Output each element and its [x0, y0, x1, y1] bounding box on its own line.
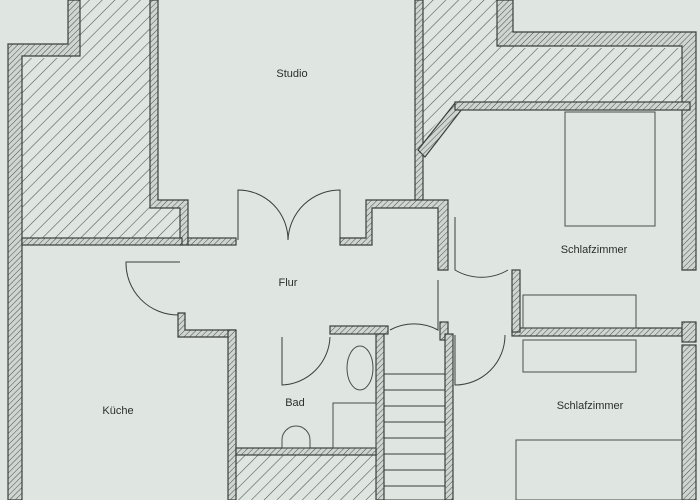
door-kitchen: [125, 261, 180, 316]
bathroom-top-wall: [329, 325, 389, 335]
bedroom-left-wall-upper: [511, 269, 521, 333]
studio-wall-right: [414, 0, 424, 201]
bedroom-divider-wall: [511, 327, 683, 337]
bedroom-divider-wall-right: [681, 321, 697, 343]
bathroom-left-wall: [227, 329, 237, 500]
bathtub-sink: [346, 345, 374, 391]
door-bedroom-upper: [454, 217, 509, 278]
stair-wall-left: [375, 333, 385, 500]
roof-slope-top-left: [20, 0, 180, 240]
corridor-top-wall-left: [21, 237, 183, 246]
outer-wall-right: [496, 0, 697, 271]
room-labels: Studio Flur Küche Bad Schlafzimmer Schla…: [102, 68, 627, 417]
staircase-outline: [383, 373, 446, 500]
toilet: [281, 425, 311, 449]
shower: [332, 402, 377, 449]
roof-slope-bottom-center: [235, 452, 377, 500]
door-bedroom-lower: [454, 334, 506, 386]
door-studio-left: [237, 189, 289, 241]
room-label-bad: Bad: [285, 397, 305, 409]
bed-upper: [564, 111, 656, 227]
walls: [7, 0, 697, 500]
outer-wall-right-lower: [681, 344, 697, 500]
room-label-studio: Studio: [276, 68, 307, 80]
doors: [125, 189, 509, 386]
bathroom-bottom-wall: [235, 447, 377, 456]
room-label-schlafzimmer-lower: Schlafzimmer: [557, 400, 624, 412]
wardrobe-upper: [522, 294, 637, 329]
door-stair: [389, 280, 439, 331]
studio-wall-left: [149, 0, 189, 246]
outer-wall-left: [7, 0, 81, 500]
door-studio-right: [287, 189, 341, 241]
room-label-schlafzimmer-upper: Schlafzimmer: [561, 244, 628, 256]
wardrobe-lower: [522, 339, 637, 373]
stair-wall-right-top: [439, 321, 449, 341]
corridor-top-wall-right: [339, 199, 449, 271]
furniture: [281, 111, 683, 500]
bedroom-top-wall: [454, 101, 691, 111]
stair-wall-right: [444, 333, 454, 500]
roof-slope-areas: [20, 0, 690, 500]
door-bathroom: [281, 336, 331, 386]
bed-lower: [515, 439, 683, 500]
roof-slope-top-right: [422, 0, 690, 140]
corridor-top-wall-mid: [187, 237, 237, 246]
room-label-kueche: Küche: [102, 405, 133, 417]
staircase: [383, 373, 446, 500]
room-label-flur: Flur: [279, 277, 298, 289]
corridor-bottom-wall: [177, 312, 236, 338]
